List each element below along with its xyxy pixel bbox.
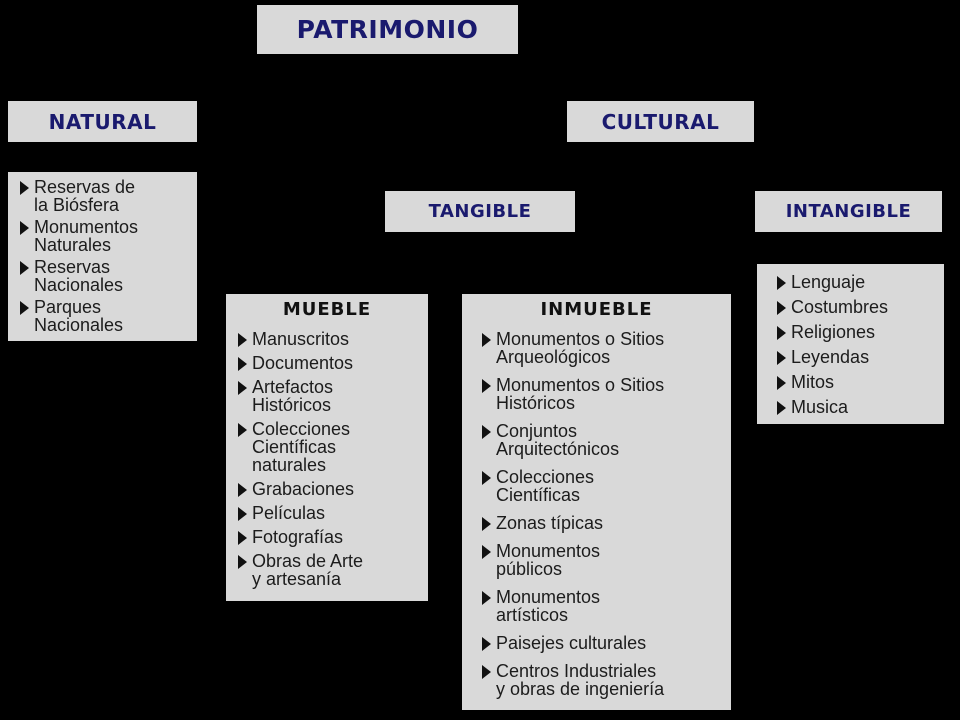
triangle-bullet-icon: [482, 379, 491, 393]
triangle-bullet-icon: [238, 381, 247, 395]
title-box: PATRIMONIO: [257, 5, 518, 54]
natural-list-box: Reservas de la Biósfera Monumentos Natur…: [8, 172, 197, 341]
triangle-bullet-icon: [482, 637, 491, 651]
cultural-heading: CULTURAL: [601, 109, 720, 134]
list-item: Conjuntos Arquitectónicos: [482, 422, 728, 458]
list-item: Reservas Nacionales: [20, 258, 192, 294]
list-item: Leyendas: [777, 348, 942, 366]
list-item: Monumentos o Sitios Arqueológicos: [482, 330, 728, 366]
list-item: Costumbres: [777, 298, 942, 316]
intangible-list-box: Lenguaje Costumbres Religiones Leyendas …: [757, 264, 944, 424]
page-title: PATRIMONIO: [296, 15, 479, 44]
triangle-bullet-icon: [777, 351, 786, 365]
triangle-bullet-icon: [20, 261, 29, 275]
inmueble-list: Monumentos o Sitios Arqueológicos Monume…: [482, 330, 728, 698]
natural-heading: NATURAL: [48, 109, 157, 134]
tangible-heading: TANGIBLE: [428, 201, 532, 222]
list-item: Fotografías: [238, 528, 424, 546]
natural-list: Reservas de la Biósfera Monumentos Natur…: [20, 178, 192, 334]
list-item: Colecciones Científicas: [482, 468, 728, 504]
triangle-bullet-icon: [777, 276, 786, 290]
triangle-bullet-icon: [238, 423, 247, 437]
list-item: Monumentos públicos: [482, 542, 728, 578]
triangle-bullet-icon: [482, 425, 491, 439]
cultural-heading-box: CULTURAL: [567, 101, 754, 142]
list-item: Documentos: [238, 354, 424, 372]
intangible-heading: INTANGIBLE: [785, 201, 912, 222]
triangle-bullet-icon: [777, 376, 786, 390]
triangle-bullet-icon: [238, 357, 247, 371]
triangle-bullet-icon: [238, 555, 247, 569]
list-item: Monumentos o Sitios Históricos: [482, 376, 728, 412]
list-item: Películas: [238, 504, 424, 522]
list-item: Obras de Arte y artesanía: [238, 552, 424, 588]
list-item: Mitos: [777, 373, 942, 391]
triangle-bullet-icon: [20, 301, 29, 315]
list-item: Colecciones Científicas naturales: [238, 420, 424, 474]
list-item: Reservas de la Biósfera: [20, 178, 192, 214]
triangle-bullet-icon: [238, 507, 247, 521]
list-item: Monumentos Naturales: [20, 218, 192, 254]
list-item: Musica: [777, 398, 942, 416]
triangle-bullet-icon: [238, 483, 247, 497]
intangible-heading-box: INTANGIBLE: [755, 191, 942, 232]
list-item: Grabaciones: [238, 480, 424, 498]
triangle-bullet-icon: [777, 301, 786, 315]
triangle-bullet-icon: [482, 333, 491, 347]
list-item: Paisejes culturales: [482, 634, 728, 652]
triangle-bullet-icon: [482, 665, 491, 679]
intangible-list: Lenguaje Costumbres Religiones Leyendas …: [777, 273, 942, 416]
tangible-heading-box: TANGIBLE: [385, 191, 575, 232]
triangle-bullet-icon: [20, 221, 29, 235]
list-item: Artefactos Históricos: [238, 378, 424, 414]
list-item: Monumentos artísticos: [482, 588, 728, 624]
inmueble-heading: INMUEBLE: [540, 299, 653, 320]
triangle-bullet-icon: [482, 471, 491, 485]
triangle-bullet-icon: [777, 326, 786, 340]
inmueble-box: INMUEBLE Monumentos o Sitios Arqueológic…: [462, 294, 731, 710]
triangle-bullet-icon: [238, 333, 247, 347]
triangle-bullet-icon: [482, 545, 491, 559]
list-item: Religiones: [777, 323, 942, 341]
list-item: Lenguaje: [777, 273, 942, 291]
list-item: Manuscritos: [238, 330, 424, 348]
triangle-bullet-icon: [482, 591, 491, 605]
list-item: Zonas típicas: [482, 514, 728, 532]
mueble-list: Manuscritos Documentos Artefactos Histór…: [238, 330, 424, 588]
mueble-box: MUEBLE Manuscritos Documentos Artefactos…: [226, 294, 428, 601]
triangle-bullet-icon: [238, 531, 247, 545]
natural-heading-box: NATURAL: [8, 101, 197, 142]
triangle-bullet-icon: [482, 517, 491, 531]
triangle-bullet-icon: [20, 181, 29, 195]
list-item: Parques Nacionales: [20, 298, 192, 334]
list-item: Centros Industriales y obras de ingenier…: [482, 662, 728, 698]
triangle-bullet-icon: [777, 401, 786, 415]
mueble-heading: MUEBLE: [282, 299, 372, 320]
